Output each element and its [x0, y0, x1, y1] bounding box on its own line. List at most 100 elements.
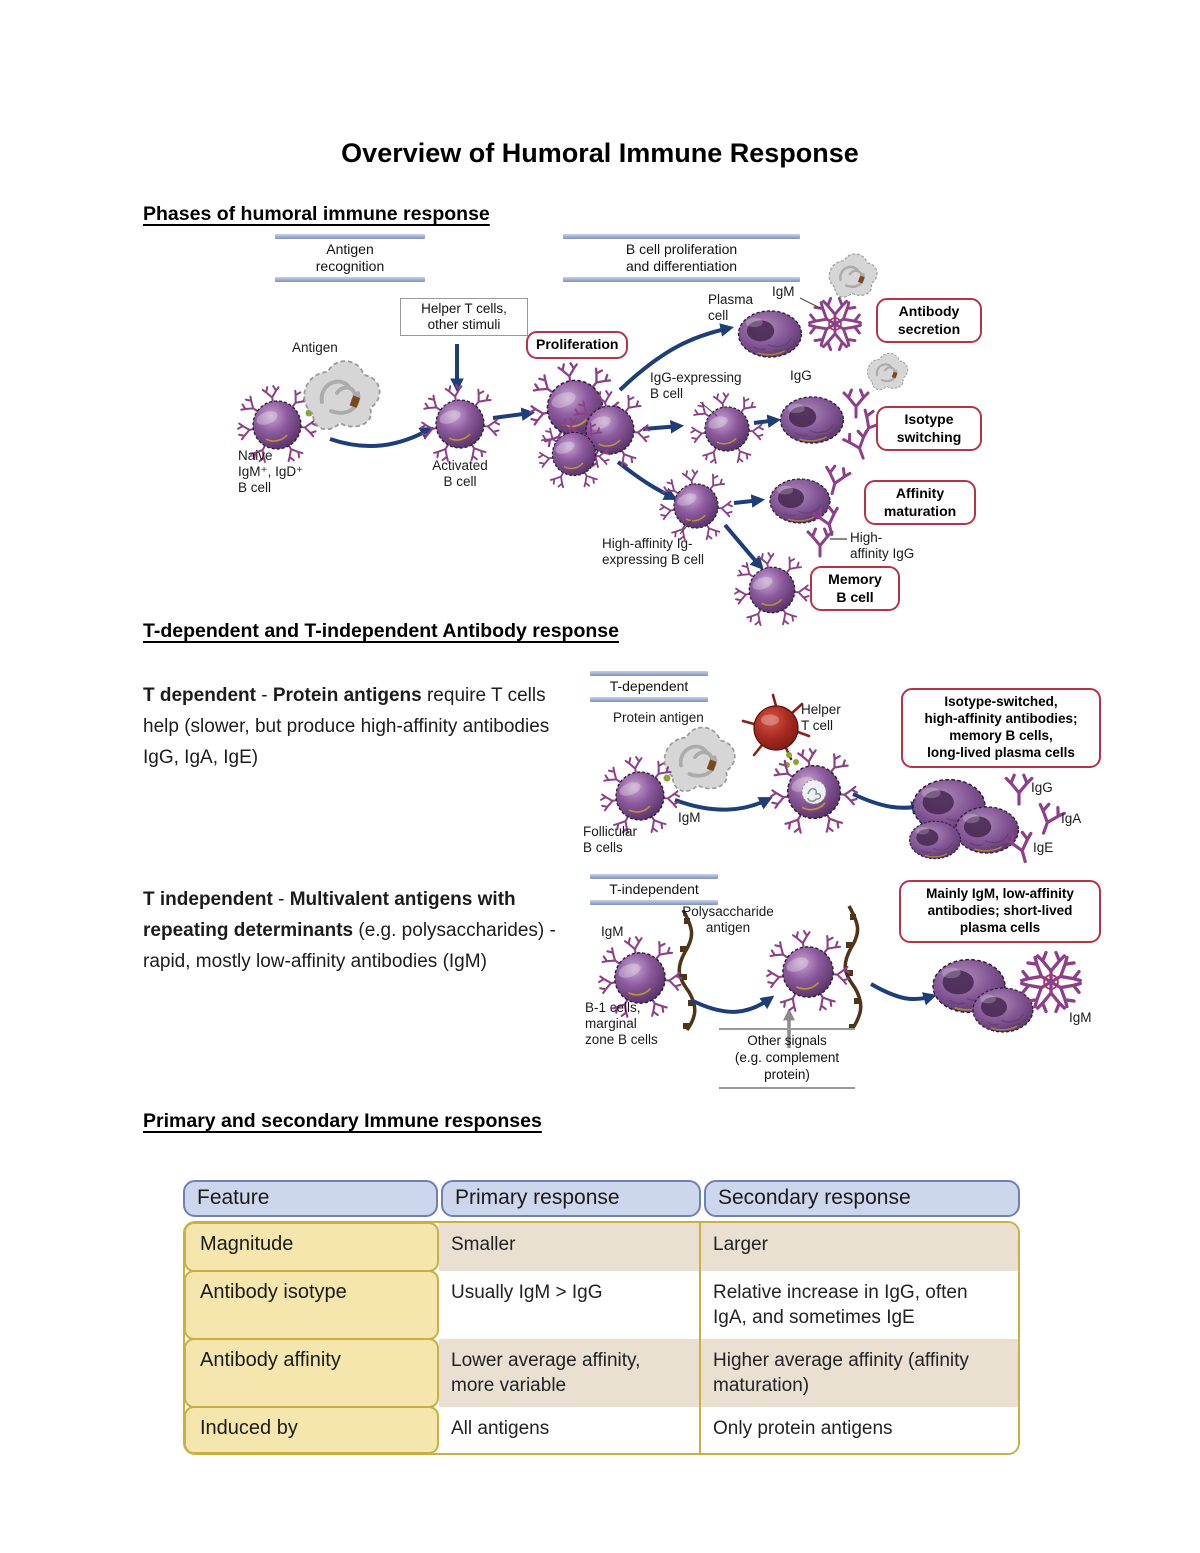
antigen-blob-2 [866, 352, 909, 391]
heading-phases: Phases of humoral immune response [143, 203, 490, 225]
label-igg: IgG [790, 368, 812, 383]
table-row: Magnitude Smaller Larger [185, 1223, 1018, 1272]
label-polysaccharide-antigen: Polysaccharide antigen [682, 904, 774, 935]
label-igg-expressing: IgG-expressing B cell [650, 370, 742, 401]
bracket-proliferation-differentiation: B cell proliferation and differentiation [563, 234, 800, 282]
memory-b-cell [734, 552, 809, 627]
primary-cell: Smaller [439, 1223, 701, 1271]
label-activated-b-cell: Activated B cell [432, 458, 488, 489]
label-protein-antigen: Protein antigen [613, 710, 704, 725]
table-header-row: Feature Primary response Secondary respo… [183, 1180, 1020, 1217]
feature-cell: Antibody affinity [185, 1338, 439, 1409]
page-title: Overview of Humoral Immune Response [341, 138, 859, 168]
plasma-cell-igg [779, 396, 845, 444]
label-ige: IgE [1033, 840, 1054, 855]
bracket-bar [275, 234, 425, 239]
antigen-blob [302, 359, 382, 432]
multivalent-term: Multivalent antigens with repeating dete… [143, 889, 516, 941]
bracket-label: T-independent [609, 881, 699, 897]
primary-cell: All antigens [439, 1407, 701, 1454]
secondary-cell: Larger [701, 1223, 1018, 1271]
affinity-maturation-box: Affinity maturation [864, 480, 976, 525]
igm-pointer-line [799, 297, 821, 309]
t-dependent-outcome-box: Isotype-switched, high-affinity antibodi… [901, 688, 1101, 768]
high-affinity-pointer [679, 519, 693, 535]
plasma-cell-cluster [908, 778, 1020, 860]
polysaccharide-units [680, 914, 860, 1030]
t-independent-outcome-box: Mainly IgM, low-affinity antibodies; sho… [899, 880, 1101, 943]
proliferation-box: Proliferation [526, 331, 629, 359]
primary-cell: Lower average affinity, more variable [439, 1339, 701, 1408]
igg-cell-pointer [699, 401, 718, 417]
feature-cell: Magnitude [185, 1223, 439, 1272]
antigen-blob-small [828, 252, 879, 299]
antibody-secretion-box: Antibody secretion [876, 298, 982, 343]
phases-diagram: Antigen recognition B cell proliferation… [230, 232, 982, 627]
header-primary-response: Primary response [441, 1180, 701, 1217]
t-dependent-canvas [583, 693, 1068, 867]
bracket-antigen-recognition: Antigen recognition [275, 234, 425, 282]
label-iga: IgA [1061, 811, 1082, 826]
label-helper-t-cell: Helper T cell [801, 702, 841, 733]
label-igm: IgM [601, 924, 624, 939]
protein-antigens-term: Protein antigens [272, 685, 422, 706]
bracket-bar [590, 696, 708, 702]
label-follicular-b-cells: Follicular B cells [583, 824, 638, 855]
primary-cell: Usually IgM > IgG [439, 1271, 701, 1340]
t-dependent-term: T dependent [143, 685, 256, 706]
heading-primary-secondary: Primary and secondary Immune responses [143, 1110, 542, 1132]
t-independent-canvas [583, 905, 1108, 1048]
label-igm: IgM [678, 810, 701, 825]
bracket-t-dependent: T-dependent [590, 671, 708, 702]
activated-b-cell [420, 384, 499, 462]
header-feature: Feature [183, 1180, 438, 1217]
secondary-cell: Relative increase in IgG, often IgA, and… [701, 1271, 1018, 1340]
label-igm: IgM [772, 284, 795, 299]
bracket-label: T-dependent [609, 678, 689, 694]
table-body: Magnitude Smaller Larger Antibody isotyp… [183, 1221, 1020, 1456]
activated-b-cell-germinal [770, 748, 857, 834]
epitope-dot [663, 774, 671, 782]
table-row: Induced by All antigens Only protein ant… [185, 1406, 1018, 1454]
plasma-cell-cluster [932, 958, 1034, 1033]
bracket-bar [563, 276, 800, 282]
label-antigen: Antigen [292, 340, 338, 355]
label-igm-out: IgM [1069, 1010, 1092, 1025]
t-independent-paragraph: T independent - Multivalent antigens wit… [143, 885, 583, 977]
label-naive-b-cell: Naive IgM⁺, IgD⁺ B cell [238, 448, 304, 495]
bracket-bar [590, 899, 718, 905]
dash: - [272, 889, 290, 910]
t-independent-diagram: T-independent Polysaccharide antigen IgM… [583, 868, 1108, 1103]
helper-t-cells-box: Helper T cells, other stimuli [400, 298, 528, 337]
other-signals-box: Other signals (e.g. complement protein) [719, 1028, 855, 1089]
bracket-label: Antigen recognition [315, 241, 385, 274]
bracket-bar [275, 276, 425, 282]
bracket-label: B cell proliferation and differentiation [625, 241, 738, 274]
igm-pentamer [1019, 953, 1083, 1012]
flow-arrows [329, 323, 782, 571]
label-plasma-cell: Plasma cell [708, 292, 754, 323]
feature-cell: Induced by [185, 1406, 439, 1454]
secondary-cell: Only protein antigens [701, 1407, 1018, 1454]
t-independent-text: (e.g. polysaccharides) - rapid, mostly l… [143, 919, 556, 972]
bracket-t-independent: T-independent [590, 874, 718, 905]
t-independent-term: T independent [143, 889, 273, 910]
protein-antigen-blob [662, 725, 737, 793]
flow-arrows [690, 982, 937, 1014]
t-dependent-paragraph: T dependent - Protein antigens require T… [143, 681, 575, 773]
follicular-b-cell [600, 756, 679, 834]
t-dependent-diagram: T-dependent Protein antigen Helper T cel… [583, 668, 1101, 868]
high-affinity-b-cell [659, 469, 732, 541]
primary-secondary-table: Feature Primary response Secondary respo… [183, 1180, 1020, 1456]
phases-diagram-canvas [230, 252, 909, 627]
feature-cell: Antibody isotype [185, 1270, 439, 1341]
memory-b-cell-box: Memory B cell [810, 566, 900, 611]
secondary-cell: Higher average affinity (affinity matura… [701, 1339, 1018, 1408]
bracket-bar [590, 874, 718, 879]
isotype-switching-box: Isotype switching [876, 406, 982, 451]
header-secondary-response: Secondary response [704, 1180, 1020, 1217]
bracket-bar [590, 671, 708, 676]
helper-t-cell [741, 693, 811, 761]
label-b1-cells: B-1 cells, marginal zone B cells [585, 1000, 658, 1047]
